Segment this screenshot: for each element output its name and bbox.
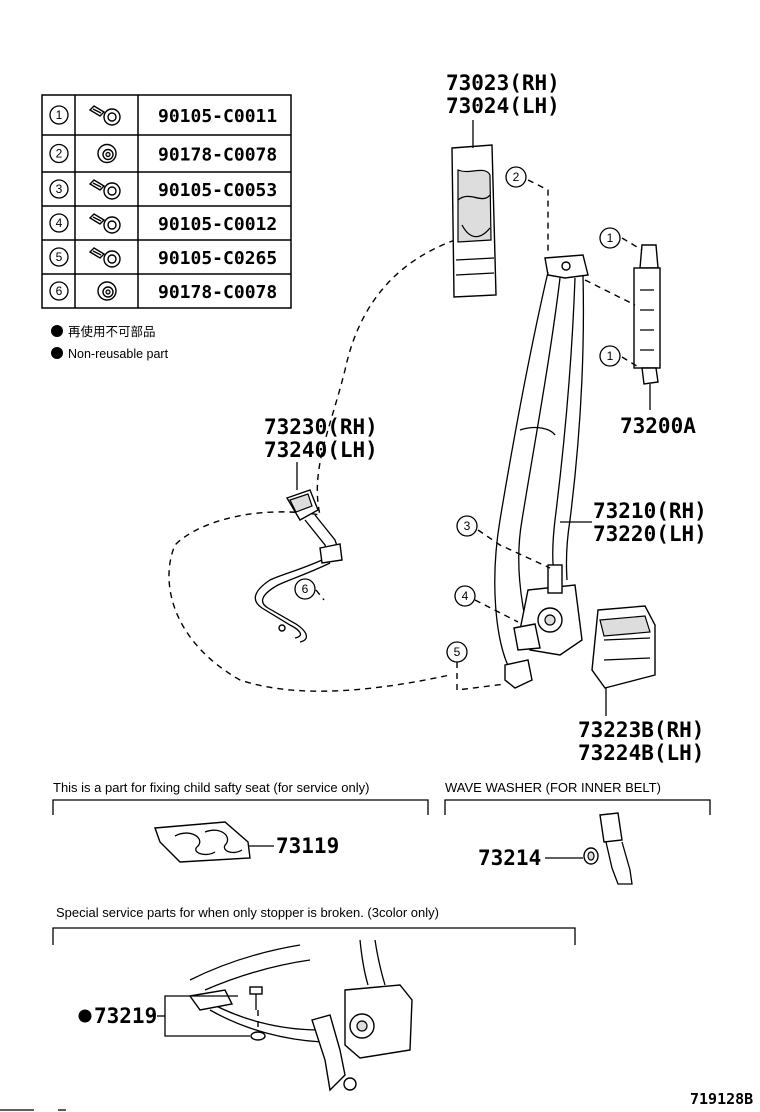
- fastener-row: 4 90105-C0012: [49, 213, 277, 235]
- label-adjuster: 73200A: [620, 414, 696, 438]
- fastener-part-number: 90105-C0011: [158, 106, 277, 127]
- ref-number: 5: [56, 250, 63, 264]
- ref-number: 1: [56, 108, 63, 122]
- svg-text:1: 1: [607, 231, 614, 245]
- adjuster-link: [584, 279, 636, 306]
- bolt-icon: [88, 213, 121, 234]
- inner-belt-buckle: [254, 489, 343, 643]
- callout-6-link: [315, 589, 325, 601]
- callout-1a: 1: [599, 227, 621, 249]
- shoulder-anchor-cover: [451, 144, 497, 298]
- retractor-cover: [591, 605, 656, 689]
- stopper-assembly: [188, 939, 413, 1092]
- child-seat-fixing-plate: [154, 821, 251, 863]
- ref-circle: [49, 281, 69, 301]
- callout-3: 3: [456, 515, 478, 537]
- callout-3-link: [477, 529, 551, 569]
- fastener-row: 3 90105-C0053: [49, 179, 277, 201]
- ref-number: 4: [56, 216, 63, 230]
- nut-icon: [97, 143, 117, 164]
- callout-5-link: [456, 662, 506, 691]
- label-inner-belt-rh: 73230(RH): [264, 415, 378, 439]
- fastener-part-number: 90178-C0078: [158, 145, 277, 166]
- retractor: [513, 564, 583, 656]
- svg-text:2: 2: [513, 170, 520, 184]
- label-inner-belt-lh: 73240(LH): [264, 438, 378, 462]
- label-shoulder-anchor-lh: 73024(LH): [446, 94, 560, 118]
- bolt-icon: [88, 179, 121, 200]
- legend-jp: 再使用不可部品: [68, 324, 156, 339]
- wave-washer-caption: WAVE WASHER (FOR INNER BELT): [445, 780, 661, 795]
- fastener-table: [41, 94, 292, 309]
- child-seat-caption: This is a part for fixing child safty se…: [53, 780, 369, 795]
- callout-1b: 1: [599, 345, 621, 367]
- ref-number: 3: [56, 182, 63, 196]
- ref-circle: [49, 247, 69, 267]
- bolt-icon: [88, 247, 121, 268]
- label-retractor-cover-rh: 73223B(RH): [578, 718, 704, 742]
- label-73214: 73214: [478, 846, 541, 870]
- fastener-row: 5 90105-C0265: [49, 247, 277, 269]
- outer-belt: [494, 254, 589, 689]
- callout-5: 5: [446, 641, 468, 663]
- callout-1a-link: [621, 237, 643, 251]
- callout-1b-link: [621, 356, 641, 369]
- svg-text:6: 6: [302, 582, 309, 596]
- fastener-part-number: 90105-C0012: [158, 214, 277, 235]
- child-seat-bracket: [52, 799, 429, 815]
- fastener-part-number: 90105-C0053: [158, 180, 277, 201]
- label-outer-belt-rh: 73210(RH): [593, 499, 707, 523]
- fastener-row: 2 90178-C0078: [49, 143, 277, 166]
- ref-circle: [49, 105, 69, 125]
- stopper-bracket: [52, 927, 576, 945]
- label-retractor-cover-lh: 73224B(LH): [578, 741, 704, 765]
- callout-4-link: [474, 599, 519, 623]
- ref-circle: [49, 143, 69, 164]
- bolt-icon: [88, 105, 121, 126]
- nut-icon: [97, 281, 117, 301]
- label-shoulder-anchor-rh: 73023(RH): [446, 71, 560, 95]
- non-reusable-marker-icon: [51, 347, 63, 359]
- non-reusable-marker-icon: [51, 325, 63, 337]
- callout-2: 2: [505, 166, 527, 188]
- fastener-row: 6 90178-C0078: [49, 281, 277, 303]
- fastener-part-number: 90105-C0265: [158, 248, 277, 269]
- svg-text:4: 4: [462, 589, 469, 603]
- non-reusable-marker-icon: [78, 1009, 92, 1023]
- wave-washer-bracket: [444, 799, 711, 815]
- label-73119: 73119: [276, 834, 339, 858]
- ref-circle: [49, 213, 69, 233]
- wave-washer-part: [583, 812, 633, 885]
- label-outer-belt-lh: 73220(LH): [593, 522, 707, 546]
- callout-2-link: [527, 179, 549, 255]
- ref-number: 2: [56, 147, 63, 161]
- ref-number: 6: [56, 284, 63, 298]
- svg-text:1: 1: [607, 349, 614, 363]
- callout-4: 4: [454, 585, 476, 607]
- svg-text:5: 5: [454, 645, 461, 659]
- height-adjuster: [633, 244, 661, 385]
- label-73219: 73219: [94, 1004, 157, 1028]
- svg-text:3: 3: [464, 519, 471, 533]
- figure-id: 719128B: [690, 1090, 753, 1108]
- fastener-part-number: 90178-C0078: [158, 282, 277, 303]
- ref-circle: [49, 179, 69, 199]
- fastener-table-rows: 1 90105-C0011 2 90178-C0078 3 90105-C0053 4 901…: [49, 105, 277, 303]
- callout-6: 6: [294, 578, 316, 600]
- legend-en: Non-reusable part: [68, 347, 169, 361]
- fastener-row: 1 90105-C0011: [49, 105, 277, 127]
- stopper-caption: Special service parts for when only stop…: [56, 905, 439, 920]
